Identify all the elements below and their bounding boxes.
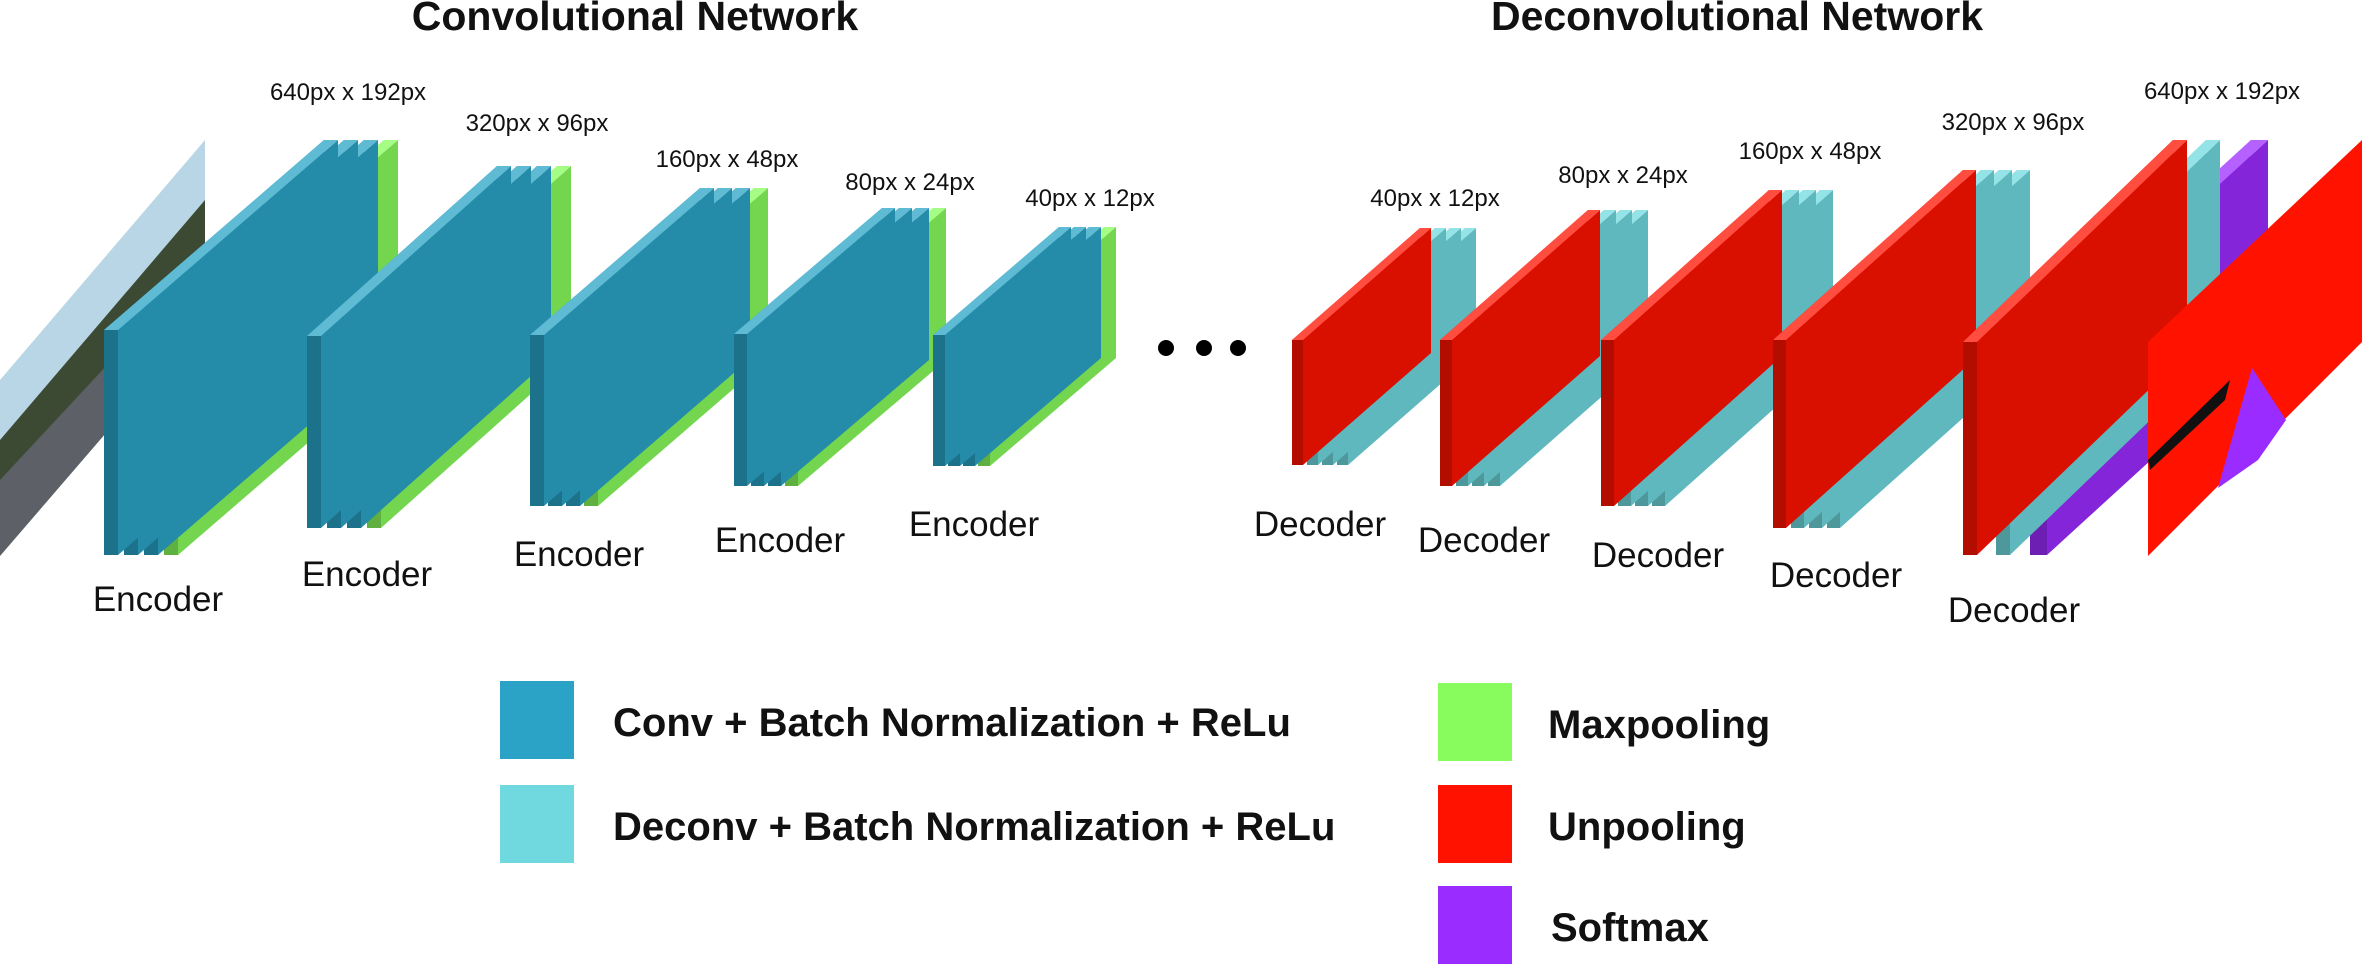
conv-layer-top <box>530 188 714 335</box>
decoder-4-size: 320px x 96px <box>1942 109 2085 136</box>
unpool-layer-back <box>1977 140 2187 555</box>
legend-label-conv: Conv + Batch Normalization + ReLu <box>613 701 1291 745</box>
unpool-layer-top <box>1440 210 1600 340</box>
title-convolutional-network: Convolutional Network <box>412 0 859 39</box>
encoder-3-size: 160px x 48px <box>656 146 799 173</box>
conv-layer-top <box>307 166 511 336</box>
unpool-layer-top <box>1292 228 1431 340</box>
encoder-3-label: Encoder <box>514 535 645 574</box>
conv-layer-back <box>945 227 1071 466</box>
output-road-segment <box>2218 368 2286 488</box>
encoder-5-size: 40px x 12px <box>1025 185 1154 212</box>
unpool-layer-back <box>1452 210 1600 486</box>
conv-layer-edge <box>104 330 118 555</box>
unpool-layer-edge <box>1963 342 1977 555</box>
unpool-layer-edge <box>1440 340 1452 486</box>
decoder-2-label: Decoder <box>1418 521 1551 560</box>
legend-label-unpool: Unpooling <box>1548 805 1746 849</box>
conv-layer-edge <box>933 335 945 466</box>
legend-swatch-maxpool <box>1438 683 1512 761</box>
conv-layer-edge <box>530 335 544 506</box>
title-deconvolutional-network: Deconvolutional Network <box>1491 0 1983 39</box>
conv-layer-top <box>933 227 1071 335</box>
conv-layer-top <box>104 140 338 330</box>
encoder-1-label: Encoder <box>93 580 224 619</box>
conv-layer-back <box>321 166 511 528</box>
legend-swatch-conv <box>500 681 574 759</box>
decoder-3-size: 160px x 48px <box>1739 138 1882 165</box>
unpool-layer-top <box>1601 190 1782 340</box>
decoder-2-size: 80px x 24px <box>1558 162 1687 189</box>
unpool-layer-back <box>1614 190 1782 506</box>
legend-label-softmax: Softmax <box>1551 906 1709 950</box>
encoder-4-label: Encoder <box>715 521 846 560</box>
decoder-1-size: 40px x 12px <box>1370 185 1499 212</box>
encoder-1-size: 640px x 192px <box>270 79 426 106</box>
legend-label-deconv: Deconv + Batch Normalization + ReLu <box>613 805 1335 849</box>
legend-swatch-deconv <box>500 785 574 863</box>
conv-layer-back <box>747 208 895 486</box>
unpool-layer-back <box>1786 170 1976 528</box>
conv-layer-edge <box>307 336 321 528</box>
legend: Conv + Batch Normalization + ReLu Deconv… <box>500 681 1770 964</box>
conv-layer-back <box>118 140 338 555</box>
ellipsis-dots <box>1158 340 1246 356</box>
decoder-1-label: Decoder <box>1254 505 1387 544</box>
conv-layer-back <box>544 188 714 506</box>
encoder-2-size: 320px x 96px <box>466 110 609 137</box>
unpool-layer-top <box>1963 140 2187 342</box>
decoder-5-size: 640px x 192px <box>2144 78 2300 105</box>
ellipsis-dot <box>1196 340 1212 356</box>
unpool-layer-back <box>1303 228 1431 465</box>
ellipsis-dot <box>1230 340 1246 356</box>
ellipsis-dot <box>1158 340 1174 356</box>
encoder-2-label: Encoder <box>302 555 433 594</box>
decoder-5-label: Decoder <box>1948 591 2081 630</box>
conv-layer-top <box>734 208 895 334</box>
output-edge-segment <box>2148 380 2230 470</box>
legend-swatch-unpool <box>1438 785 1512 863</box>
conv-layer-edge <box>734 334 747 486</box>
legend-swatch-softmax <box>1438 886 1512 964</box>
unpool-layer-edge <box>1773 340 1786 528</box>
decoder-4-label: Decoder <box>1770 556 1903 595</box>
legend-label-maxpool: Maxpooling <box>1548 703 1770 747</box>
unpool-layer-edge <box>1601 340 1614 506</box>
unpool-layer-top <box>1773 170 1976 340</box>
encoder-4-size: 80px x 24px <box>845 169 974 196</box>
unpool-layer-edge <box>1292 340 1303 465</box>
layer-blocks <box>0 140 2362 556</box>
decoder-3-label: Decoder <box>1592 536 1725 575</box>
output-segmentation-map <box>2148 140 2362 556</box>
encoder-5-label: Encoder <box>909 505 1040 544</box>
